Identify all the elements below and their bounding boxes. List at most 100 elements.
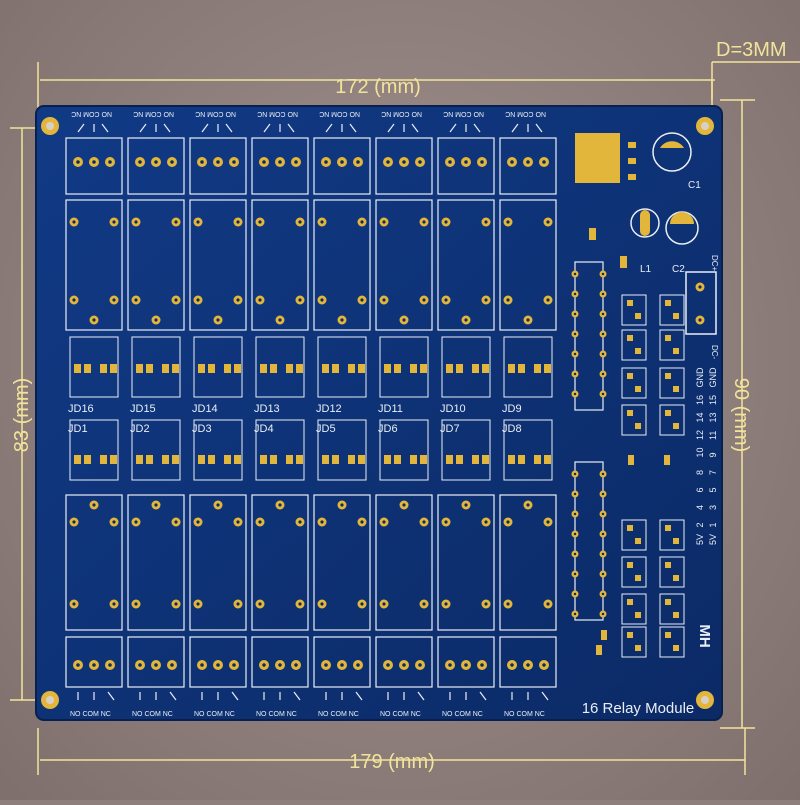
- smd-pad: [628, 142, 636, 148]
- smd-pad: [665, 632, 671, 638]
- pad-hole: [526, 663, 530, 667]
- terminal-block-outline: [127, 137, 185, 195]
- terminal-block-outline: [313, 636, 371, 688]
- pad-hole: [278, 160, 282, 164]
- component-outline: [621, 294, 647, 326]
- pad-hole: [573, 572, 577, 576]
- smd-pad: [627, 562, 633, 568]
- pad-hole: [258, 298, 262, 302]
- smd-pad: [596, 645, 602, 655]
- smd-pad: [673, 645, 679, 651]
- smd-pad: [673, 538, 679, 544]
- smd-pad: [286, 455, 293, 464]
- relay-label: JD8: [502, 423, 522, 435]
- component-outline: [659, 556, 685, 588]
- terminal-label: NO COM NC: [132, 711, 173, 718]
- capacitor-c2-label: C2: [672, 264, 685, 275]
- pad-hole: [72, 520, 76, 524]
- relay-outline: [499, 494, 557, 631]
- smd-pad: [665, 599, 671, 605]
- component-outline: [659, 593, 685, 625]
- smd-pad: [627, 525, 633, 531]
- relay-outline: [499, 199, 557, 331]
- pad-hole: [196, 520, 200, 524]
- dim-left-height: 83 (mm): [11, 378, 33, 452]
- pad-hole: [573, 332, 577, 336]
- pad-hole: [262, 663, 266, 667]
- pad-hole: [601, 372, 605, 376]
- relay-outline: [251, 494, 309, 631]
- smd-pad: [322, 364, 329, 373]
- driver-outline: [193, 336, 243, 398]
- pad-hole: [262, 160, 266, 164]
- component-outline: [621, 367, 647, 399]
- pad-hole: [444, 298, 448, 302]
- terminal-switch-symbol: [325, 691, 363, 701]
- terminal-label: NO COM NC: [318, 711, 359, 718]
- smd-pad: [146, 455, 153, 464]
- terminal-label: NO COM NC: [257, 110, 298, 117]
- capacitor-pad: [660, 141, 684, 148]
- smd-pad: [665, 410, 671, 416]
- smd-pad: [358, 455, 365, 464]
- pad-hole: [320, 220, 324, 224]
- inductor-pad: [640, 210, 650, 236]
- smd-pad: [635, 612, 641, 618]
- relay-outline: [65, 494, 123, 631]
- relay-label: JD5: [316, 423, 336, 435]
- pad-hole: [138, 160, 142, 164]
- smd-pad: [172, 455, 179, 464]
- pad-hole: [236, 298, 240, 302]
- smd-pad: [110, 364, 117, 373]
- pad-hole: [134, 520, 138, 524]
- smd-pad: [665, 335, 671, 341]
- smd-pad: [286, 364, 293, 373]
- pad-hole: [444, 220, 448, 224]
- smd-pad: [198, 455, 205, 464]
- component-outline: [659, 367, 685, 399]
- smd-pad: [410, 364, 417, 373]
- driver-outline: [69, 336, 119, 398]
- driver-outline: [379, 336, 429, 398]
- dc-plus-label: DC+: [710, 255, 719, 272]
- relay-outline: [189, 199, 247, 331]
- smd-pad: [270, 364, 277, 373]
- pad-hole: [510, 663, 514, 667]
- driver-outline: [441, 336, 491, 398]
- pad-hole: [134, 220, 138, 224]
- pad-hole: [356, 160, 360, 164]
- smd-pad: [635, 645, 641, 651]
- pad-hole: [601, 472, 605, 476]
- component-outline: [659, 626, 685, 658]
- driver-outline: [317, 419, 367, 481]
- relay-outline: [127, 199, 185, 331]
- terminal-block-outline: [437, 636, 495, 688]
- pad-hole: [506, 298, 510, 302]
- relay-label: JD6: [378, 423, 398, 435]
- pad-hole: [170, 160, 174, 164]
- dc-minus-label: DC-: [710, 345, 719, 360]
- terminal-switch-symbol: [325, 123, 357, 133]
- relay-label: JD7: [440, 423, 460, 435]
- relay-outline: [375, 199, 433, 331]
- pad-hole: [601, 552, 605, 556]
- smd-pad: [635, 575, 641, 581]
- terminal-label: NO COM NC: [195, 110, 236, 117]
- pad-hole: [340, 503, 344, 507]
- pad-hole: [506, 520, 510, 524]
- relay-outline: [251, 199, 309, 331]
- pad-hole: [418, 160, 422, 164]
- smd-pad: [208, 455, 215, 464]
- pad-hole: [154, 503, 158, 507]
- pad-hole: [464, 663, 468, 667]
- component-outline: [621, 404, 647, 436]
- pad-hole: [112, 602, 116, 606]
- smd-pad: [627, 300, 633, 306]
- smd-pad: [627, 632, 633, 638]
- header-pin-label: 12: [695, 430, 705, 440]
- pad-hole: [480, 160, 484, 164]
